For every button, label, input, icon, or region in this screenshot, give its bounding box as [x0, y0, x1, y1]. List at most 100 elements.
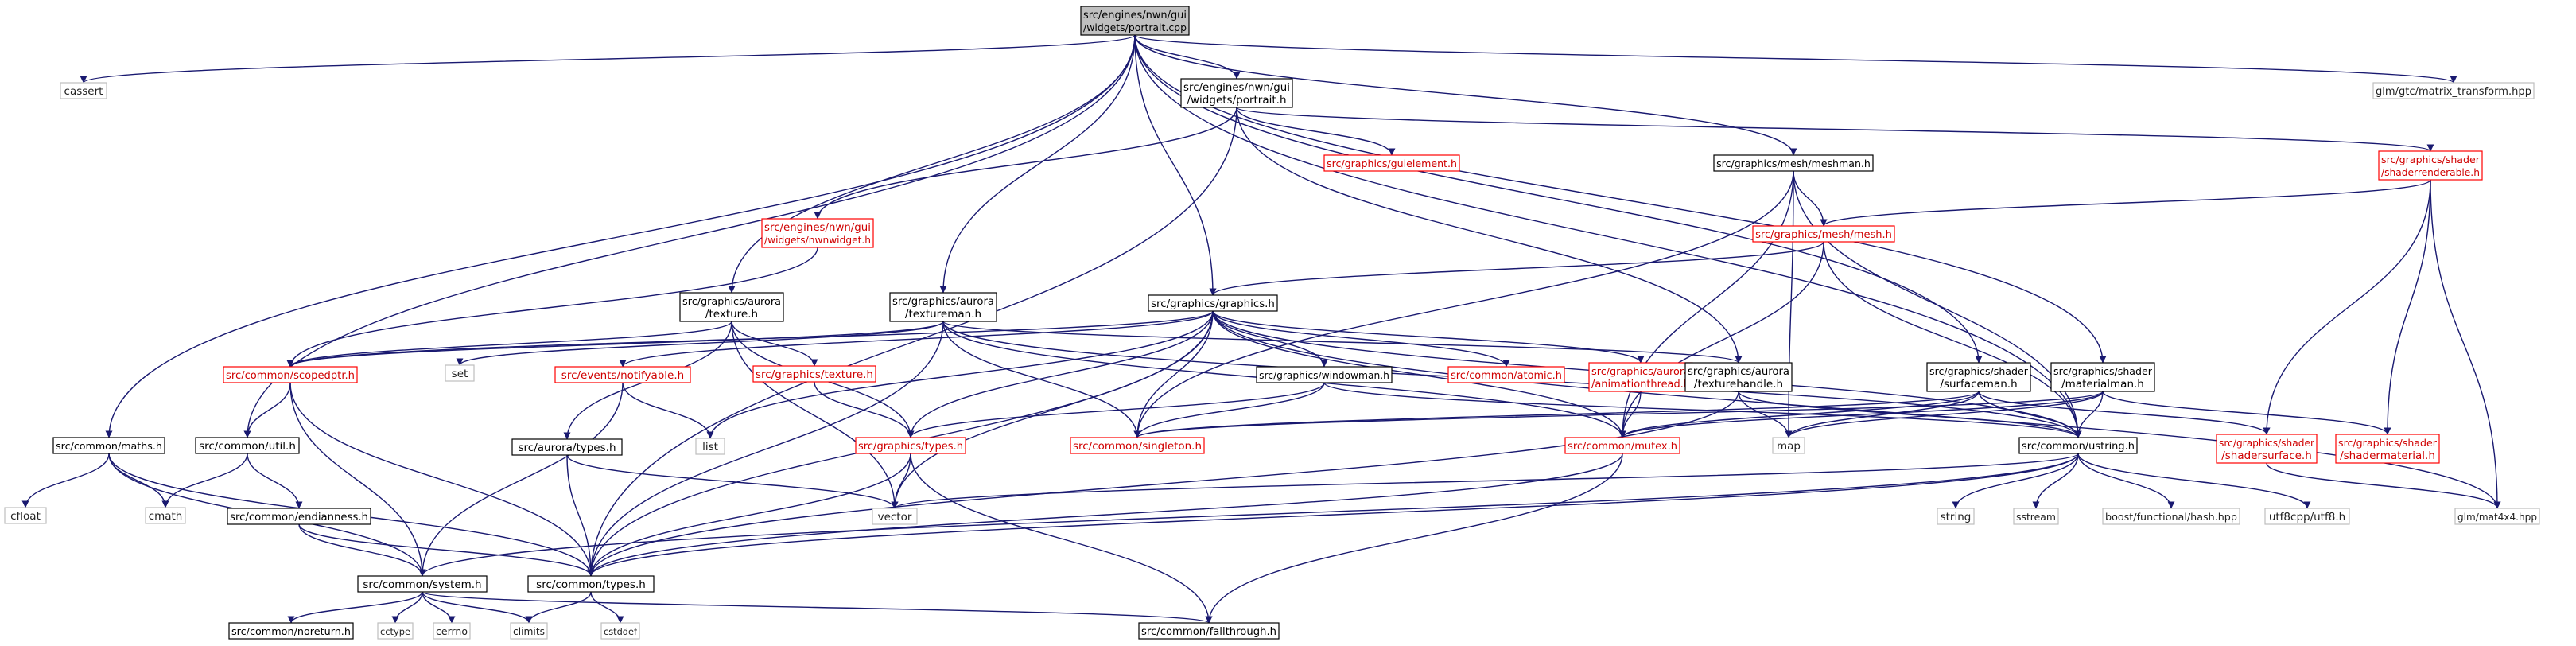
node-cerrno[interactable]: cerrno	[433, 622, 471, 640]
node-label-climits: climits	[513, 626, 545, 637]
node-box-portrait_cpp	[1080, 6, 1190, 36]
node-atomic[interactable]: src/common/atomic.h	[1447, 366, 1565, 383]
edge-windowman-to-singleton	[1133, 382, 1325, 438]
node-endianness[interactable]: src/common/endianness.h	[227, 508, 371, 525]
node-box-ustring	[2018, 437, 2138, 454]
node-string[interactable]: string	[1937, 508, 1975, 525]
nodes-layer: src/engines/nwn/gui/widgets/portrait.cpp…	[4, 6, 2540, 640]
node-guielement[interactable]: src/graphics/guielement.h	[1323, 154, 1460, 172]
node-box-set	[445, 364, 475, 382]
node-graphics_h[interactable]: src/graphics/graphics.h	[1148, 294, 1278, 312]
node-shadermaterial[interactable]: src/graphics/shader/shadermaterial.h	[2335, 434, 2440, 464]
node-portrait_h[interactable]: src/engines/nwn/gui/widgets/portrait.h	[1180, 78, 1293, 108]
edge-notifyable-to-list	[622, 382, 714, 439]
edge-ustring-to-string	[1952, 453, 2079, 509]
node-common_types[interactable]: src/common/types.h	[527, 575, 655, 593]
node-aurora_texture[interactable]: src/graphics/aurora/texture.h	[679, 292, 784, 322]
node-sstream[interactable]: sstream	[2013, 508, 2059, 525]
node-cmath[interactable]: cmath	[145, 507, 186, 524]
node-box-atomic	[1447, 366, 1565, 383]
node-graphics_texture[interactable]: src/graphics/texture.h	[752, 365, 876, 383]
edge-endianness-to-system	[298, 523, 426, 577]
node-texturehandle[interactable]: src/graphics/aurora/texturehandle.h	[1684, 362, 1793, 392]
node-label-graphics_texture: src/graphics/texture.h	[756, 368, 873, 381]
node-cassert[interactable]: cassert	[60, 82, 107, 99]
node-label-texturehandle: src/graphics/aurora	[1688, 366, 1789, 378]
edge-system-to-cctype	[391, 591, 423, 624]
node-box-graphics_types	[855, 437, 966, 454]
node-materialman[interactable]: src/graphics/shader/materialman.h	[2050, 362, 2155, 392]
node-nwnwidget[interactable]: src/engines/nwn/gui/widgets/nwnwidget.h	[761, 218, 874, 248]
node-box-matrix_transform	[2372, 82, 2535, 99]
node-label-noreturn: src/common/noreturn.h	[231, 626, 351, 638]
node-notifyable[interactable]: src/events/notifyable.h	[554, 366, 691, 383]
edge-windowman-to-graphics_types	[907, 382, 1325, 438]
node-textureman[interactable]: src/graphics/aurora/textureman.h	[889, 292, 997, 322]
node-label-graphics_h: src/graphics/graphics.h	[1151, 298, 1275, 310]
node-climits[interactable]: climits	[510, 622, 548, 640]
edge-graphics_types-to-vector	[891, 453, 911, 509]
node-util[interactable]: src/common/util.h	[195, 437, 300, 454]
edge-portrait_cpp-to-portrait_h	[1134, 34, 1241, 80]
node-singleton[interactable]: src/common/singleton.h	[1070, 437, 1205, 454]
node-cstddef[interactable]: cstddef	[600, 622, 640, 640]
node-cfloat[interactable]: cfloat	[4, 507, 47, 524]
node-box-mesh_h	[1752, 225, 1895, 243]
node-shaderrenderable[interactable]: src/graphics/shader/shaderrenderable.h	[2378, 150, 2483, 181]
node-mat4x4[interactable]: glm/mat4x4.hpp	[2454, 508, 2540, 525]
node-animationthread[interactable]: src/graphics/aurora/animationthread.h	[1588, 362, 1693, 392]
node-label-nwnwidget: /widgets/nwnwidget.h	[764, 235, 871, 246]
node-box-texturehandle	[1684, 362, 1793, 392]
edge-shadersurface-to-mat4x4	[2266, 462, 2501, 509]
node-aurora_types[interactable]: src/aurora/types.h	[511, 438, 623, 456]
node-label-windowman: src/graphics/windowman.h	[1259, 370, 1389, 381]
node-meshman[interactable]: src/graphics/mesh/meshman.h	[1713, 154, 1874, 172]
node-graphics_types[interactable]: src/graphics/types.h	[855, 437, 966, 454]
node-label-shaderrenderable: /shaderrenderable.h	[2381, 167, 2480, 178]
node-cctype[interactable]: cctype	[377, 622, 414, 640]
node-box-shaderrenderable	[2378, 150, 2483, 181]
edge-meshman-to-mutex	[1618, 170, 1794, 438]
node-surfaceman[interactable]: src/graphics/shader/surfaceman.h	[1926, 362, 2031, 392]
edge-surfaceman-to-ustring	[1978, 391, 2082, 438]
node-scopedptr[interactable]: src/common/scopedptr.h	[223, 366, 358, 383]
node-utf8cpp[interactable]: utf8cpp/utf8.h	[2264, 508, 2350, 525]
node-box-animationthread	[1588, 362, 1693, 392]
node-label-portrait_h: /widgets/portrait.h	[1187, 94, 1286, 107]
node-label-notifyable: src/events/notifyable.h	[561, 369, 684, 382]
node-mesh_h[interactable]: src/graphics/mesh/mesh.h	[1752, 225, 1895, 243]
edge-shaderrenderable-to-mat4x4	[2430, 179, 2501, 509]
edge-textureman-to-singleton	[942, 321, 1141, 438]
edge-graphics_h-to-graphics_types	[907, 310, 1214, 438]
node-label-cfloat: cfloat	[10, 510, 41, 523]
node-map[interactable]: map	[1772, 437, 1805, 454]
node-label-mutex: src/common/mutex.h	[1568, 441, 1677, 453]
node-box-boost_hash	[2102, 508, 2240, 525]
node-windowman[interactable]: src/graphics/windowman.h	[1256, 366, 1393, 383]
node-mutex[interactable]: src/common/mutex.h	[1564, 437, 1680, 454]
node-portrait_cpp[interactable]: src/engines/nwn/gui/widgets/portrait.cpp	[1080, 6, 1190, 36]
edge-textureman-to-texturehandle	[942, 321, 1743, 364]
edge-common_types-to-climits	[525, 591, 592, 624]
node-maths[interactable]: src/common/maths.h	[52, 437, 165, 454]
node-label-portrait_h: src/engines/nwn/gui	[1183, 82, 1290, 94]
node-label-list: list	[702, 441, 718, 453]
node-vector[interactable]: vector	[872, 508, 918, 525]
node-box-meshman	[1713, 154, 1874, 172]
node-label-surfaceman: src/graphics/shader	[1929, 365, 2029, 377]
node-matrix_transform[interactable]: glm/gtc/matrix_transform.hpp	[2372, 82, 2535, 99]
node-boost_hash[interactable]: boost/functional/hash.hpp	[2102, 508, 2240, 525]
node-list[interactable]: list	[695, 438, 725, 455]
node-set[interactable]: set	[445, 364, 475, 382]
edge-portrait_cpp-to-graphics_h	[1134, 34, 1217, 296]
node-ustring[interactable]: src/common/ustring.h	[2018, 437, 2138, 454]
edge-util-to-cmath	[161, 453, 248, 508]
edge-ustring-to-boost_hash	[2077, 453, 2175, 509]
edge-texturehandle-to-map	[1738, 391, 1793, 438]
node-fallthrough[interactable]: src/common/fallthrough.h	[1138, 622, 1280, 640]
node-shadersurface[interactable]: src/graphics/shader/shadersurface.h	[2216, 434, 2318, 464]
node-system[interactable]: src/common/system.h	[357, 575, 488, 593]
edge-aurora_texture-to-vector	[731, 321, 899, 509]
node-noreturn[interactable]: src/common/noreturn.h	[228, 622, 354, 640]
edge-surfaceman-to-map	[1785, 391, 1980, 438]
